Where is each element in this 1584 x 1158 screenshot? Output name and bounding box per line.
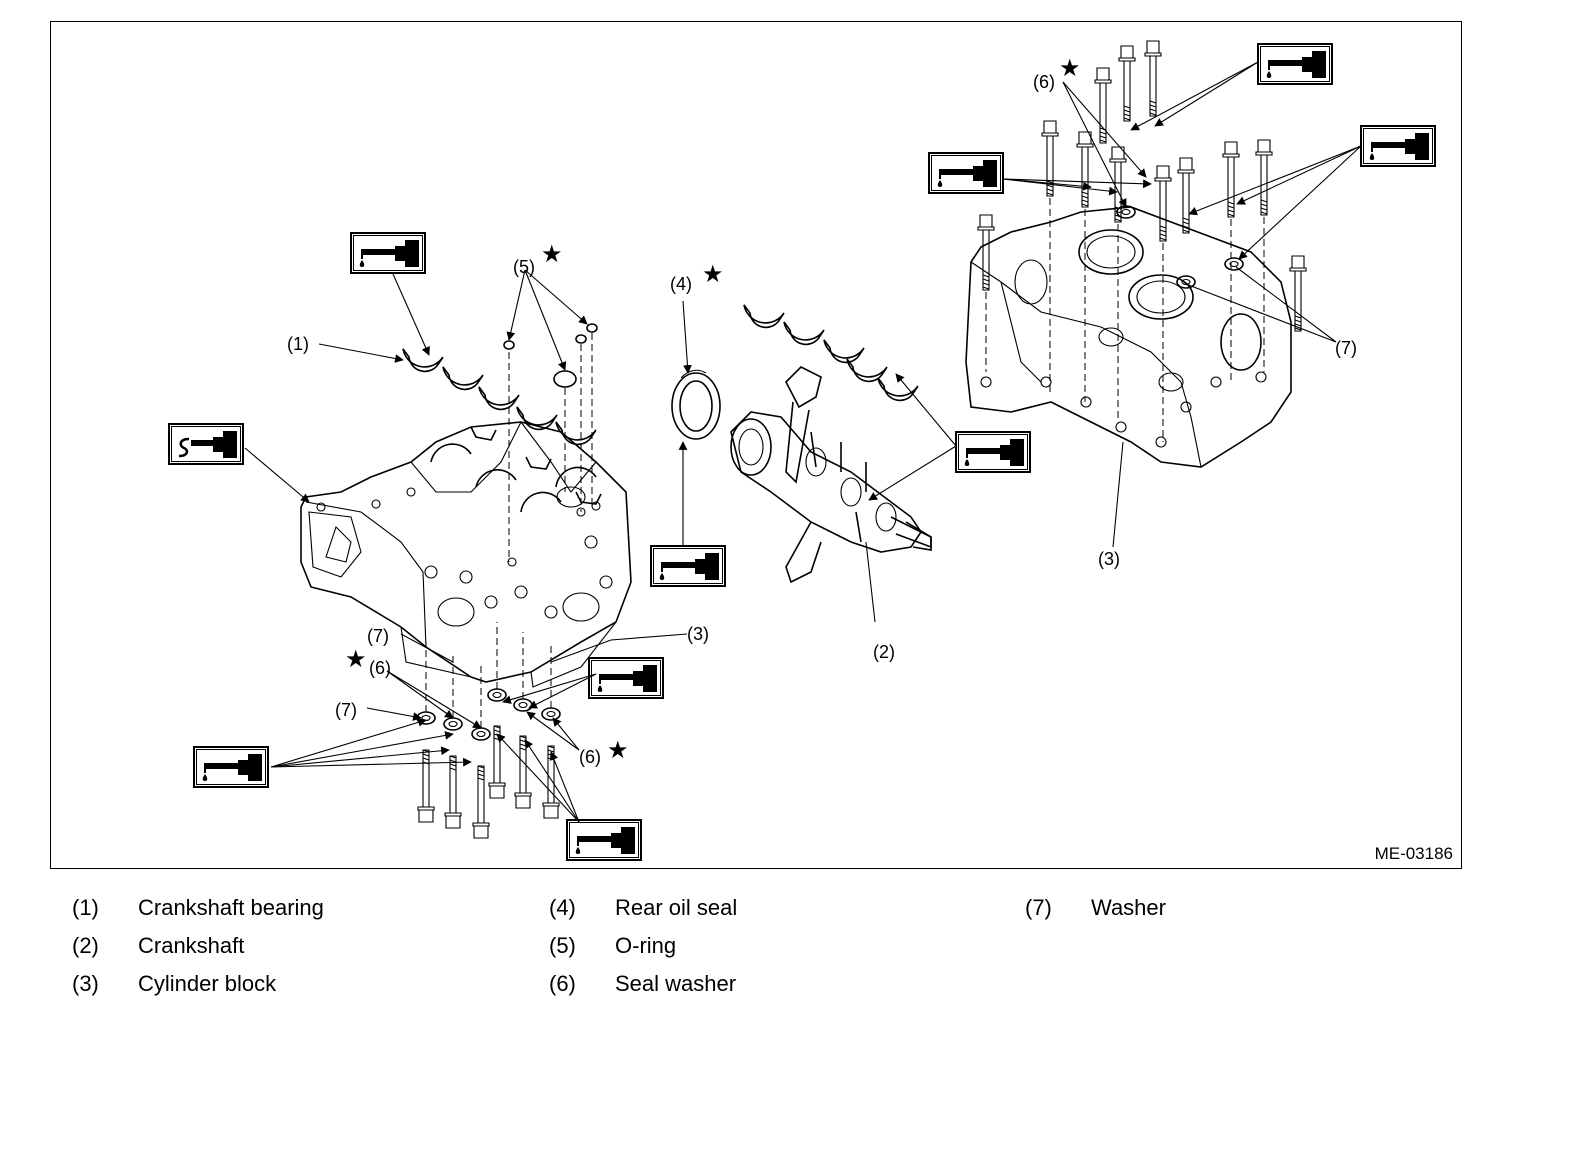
rear-oil-seal <box>671 369 721 440</box>
oil-can-icon <box>955 431 1031 473</box>
right-top-bolts <box>977 40 1307 442</box>
legend-text: Washer <box>1091 895 1166 920</box>
callout-6: (6) <box>1033 72 1055 92</box>
legend-number: (4) <box>549 895 576 920</box>
oil-can-icon <box>1257 43 1333 85</box>
callout-3: (3) <box>1098 549 1120 569</box>
callout-2: (2) <box>873 642 895 662</box>
right-cylinder-block <box>965 205 1292 468</box>
crankshaft <box>730 366 932 584</box>
callout-1: (1) <box>287 334 309 354</box>
svg-text:★: ★ <box>607 737 629 764</box>
replace-star-icon: ★ ★ ★ ★ ★ <box>345 55 1081 764</box>
svg-text:★: ★ <box>702 261 724 288</box>
exploded-view-figure: (1) (5) (4) (2) (3) (7) (6) (7) (6) (6) … <box>50 21 1462 869</box>
legend-number: (3) <box>72 971 99 996</box>
callout-3: (3) <box>687 624 709 644</box>
svg-text:★: ★ <box>541 241 563 268</box>
svg-text:★: ★ <box>1059 55 1081 82</box>
legend-number: (7) <box>1025 895 1052 920</box>
oil-can-icon <box>928 152 1004 194</box>
oil-can-icon <box>193 746 269 788</box>
callout-6: (6) <box>579 747 601 767</box>
legend-number: (6) <box>549 971 576 996</box>
legend-text: Rear oil seal <box>615 895 738 920</box>
callout-labels: (1) (5) (4) (2) (3) (7) (6) (7) (6) (6) … <box>287 72 1357 767</box>
legend-text: Seal washer <box>615 971 737 996</box>
oil-can-icon <box>650 545 726 587</box>
legend-number: (5) <box>549 933 576 958</box>
oil-can-icon <box>350 232 426 274</box>
o-rings <box>503 323 598 562</box>
callout-7: (7) <box>1335 338 1357 358</box>
left-cylinder-block <box>300 421 632 688</box>
callout-7: (7) <box>367 626 389 646</box>
oil-can-icon <box>588 657 664 699</box>
legend-text: O-ring <box>615 933 677 958</box>
legend-number: (1) <box>72 895 99 920</box>
crankshaft-bearings-right <box>743 304 919 402</box>
callout-6: (6) <box>369 658 391 678</box>
figure-code: ME-03186 <box>1374 844 1453 863</box>
legend-text: Crankshaft <box>138 933 245 958</box>
svg-text:★: ★ <box>345 646 367 673</box>
callout-5: (5) <box>513 257 535 277</box>
legend-number: (2) <box>72 933 99 958</box>
callout-4: (4) <box>670 274 692 294</box>
crankshaft-bearings-left <box>402 348 597 446</box>
left-underside-bolts <box>416 622 561 839</box>
legend-text: Crankshaft bearing <box>138 895 324 920</box>
engine-diagram: (1) (5) (4) (2) (3) (7) (6) (7) (6) (6) … <box>167 40 1436 861</box>
oil-can-icon <box>1360 125 1436 167</box>
legend-text: Cylinder block <box>138 971 277 996</box>
leader-lines <box>244 61 1362 823</box>
callout-7: (7) <box>335 700 357 720</box>
oil-can-icon <box>566 819 642 861</box>
liquid-gasket-icon <box>167 422 245 466</box>
